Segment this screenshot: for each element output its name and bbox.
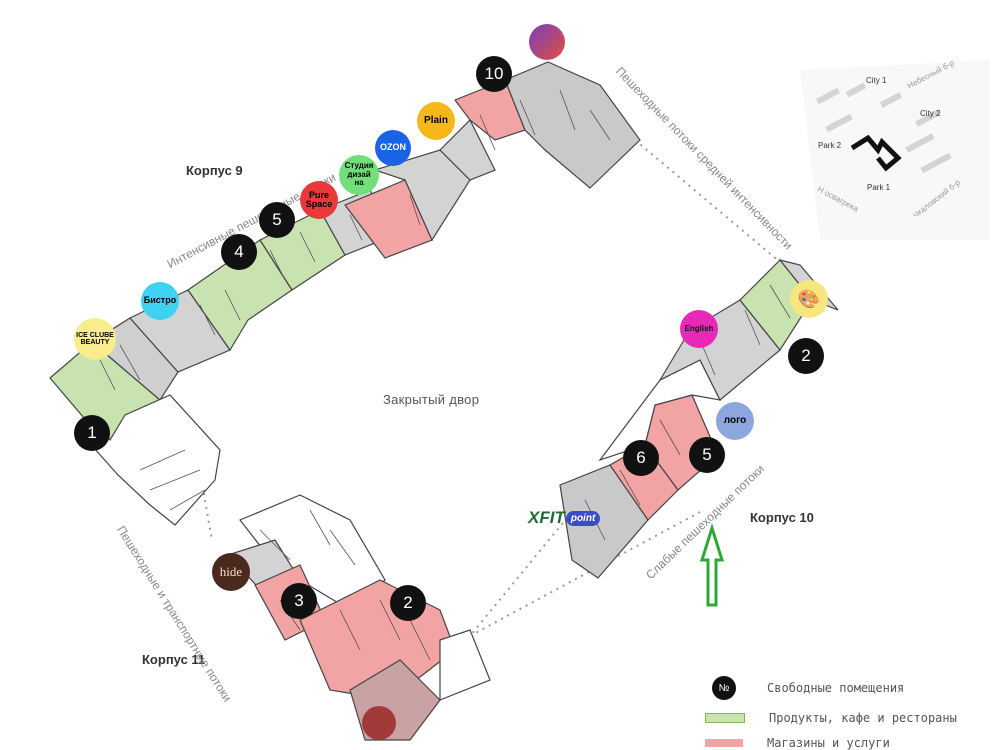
legend-shops-label: Магазины и услуги (767, 736, 890, 750)
korpus-9-walls (99, 89, 611, 511)
free-unit-marker[interactable]: 10 (476, 56, 512, 92)
free-unit-marker[interactable]: 6 (623, 440, 659, 476)
free-unit-marker[interactable]: 4 (221, 234, 257, 270)
tenant-hide[interactable]: hide (212, 553, 250, 591)
entrance-arrow (699, 522, 725, 607)
legend-free-symbol: № (712, 676, 736, 700)
tenant-pure-space[interactable]: Pure Space (300, 181, 338, 219)
minimap-park2: Park 2 (818, 141, 842, 150)
courtyard-label: Закрытый двор (383, 392, 480, 407)
korpus-11-label: Корпус 11 (142, 652, 206, 667)
free-unit-marker[interactable]: 2 (788, 338, 824, 374)
legend-food: Продукты, кафе и рестораны (705, 711, 957, 725)
legend-food-label: Продукты, кафе и рестораны (769, 711, 957, 725)
free-unit-marker[interactable]: 2 (390, 585, 426, 621)
minimap-city1: City 1 (866, 76, 887, 85)
free-unit-marker[interactable]: 5 (259, 202, 295, 238)
legend-free: № Свободные помещения (705, 676, 904, 700)
tenant-ice-clube-beauty[interactable]: ICE CLUBE BEAUTY (74, 318, 116, 360)
minimap-city2: City 2 (920, 109, 941, 118)
tenant-bistro[interactable]: Бистро (141, 282, 179, 320)
korpus-9-label: Корпус 9 (186, 163, 243, 178)
tenant-logo-k9-corner[interactable] (529, 24, 565, 60)
korpus-10-building (559, 258, 839, 579)
tenant-plain[interactable]: Plain (417, 102, 455, 140)
location-minimap (800, 60, 990, 240)
legend-shops: Магазины и услуги (705, 736, 890, 750)
free-unit-marker[interactable]: 5 (689, 437, 725, 473)
legend-shops-swatch (705, 739, 743, 747)
tenant-xfit-point[interactable]: XFIT point (528, 508, 601, 528)
free-unit-marker[interactable]: 3 (281, 583, 317, 619)
legend-free-label: Свободные помещения (767, 681, 905, 695)
xfit-point-badge: point (565, 510, 601, 526)
xfit-wordmark: XFIT (528, 508, 565, 527)
korpus-10-label: Корпус 10 (750, 510, 814, 525)
tenant-english[interactable]: English (680, 310, 718, 348)
art-studio-icon[interactable]: 🎨 (790, 280, 828, 318)
tenant-ozon[interactable]: OZON (375, 130, 411, 166)
minimap-park1: Park 1 (867, 183, 891, 192)
pedestrian-paths (194, 139, 781, 637)
free-unit-marker[interactable]: 1 (74, 415, 110, 451)
tenant-design-studio[interactable]: Студия дизай на (339, 155, 379, 195)
legend-food-swatch (705, 713, 745, 723)
tenant-logo[interactable]: лого (716, 402, 754, 440)
tenant-logo-k11-bottom[interactable] (362, 706, 396, 740)
korpus-9-building (49, 61, 641, 526)
korpus-11-building (226, 494, 491, 741)
